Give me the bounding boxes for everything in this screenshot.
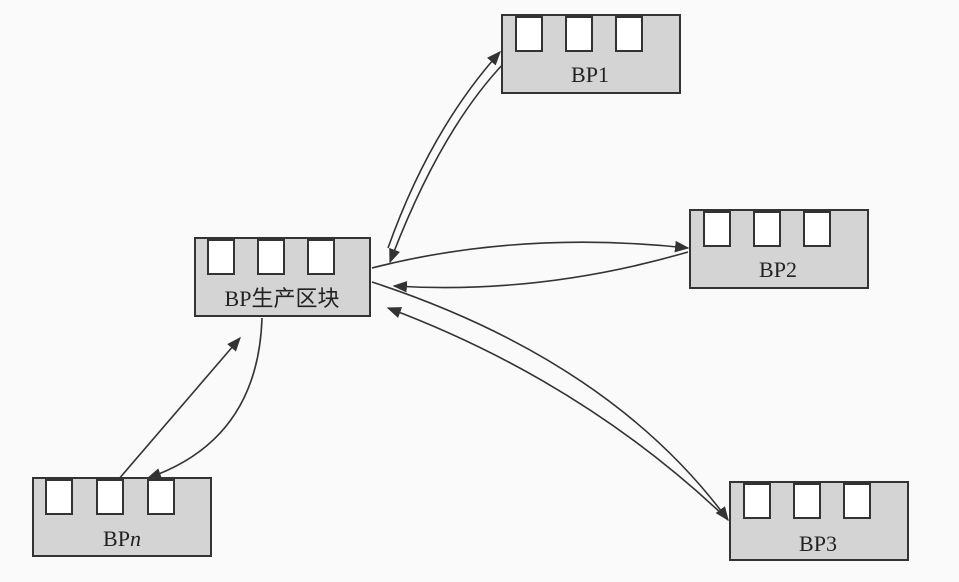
node-bp1: BP1	[501, 14, 681, 94]
node-bp3: BP3	[729, 481, 909, 561]
slot	[515, 16, 543, 52]
edge-center-bp1-out	[387, 50, 501, 249]
slot	[703, 211, 731, 247]
edge-center-bp3-out	[371, 281, 729, 522]
slot	[803, 211, 831, 247]
slot	[96, 479, 124, 515]
node-center: BP生产区块	[194, 237, 371, 317]
slot	[793, 483, 821, 519]
edge-bpn-center-out	[117, 336, 241, 481]
slot	[45, 479, 73, 515]
edge-center-bp2-back	[392, 251, 689, 293]
node-label: BP3	[799, 531, 837, 556]
edges	[117, 50, 729, 522]
node-label: BP生产区块	[225, 286, 340, 311]
edge-center-bp3-back	[386, 307, 725, 517]
node-bp2: BP2	[689, 209, 869, 289]
slot	[843, 483, 871, 519]
slot	[257, 239, 285, 275]
node-bpn: BPn	[32, 477, 212, 557]
node-label: BP1	[571, 62, 609, 87]
node-label: BPn	[103, 526, 141, 551]
slot	[307, 239, 335, 275]
slot	[207, 239, 235, 275]
edge-center-bp1-back	[389, 61, 506, 264]
slot	[565, 16, 593, 52]
node-label: BP2	[759, 257, 797, 282]
slot	[615, 16, 643, 52]
edge-center-bpn-back	[146, 317, 263, 480]
edge-center-bp2-out	[371, 240, 690, 269]
slot	[753, 211, 781, 247]
slot	[147, 479, 175, 515]
slot	[743, 483, 771, 519]
